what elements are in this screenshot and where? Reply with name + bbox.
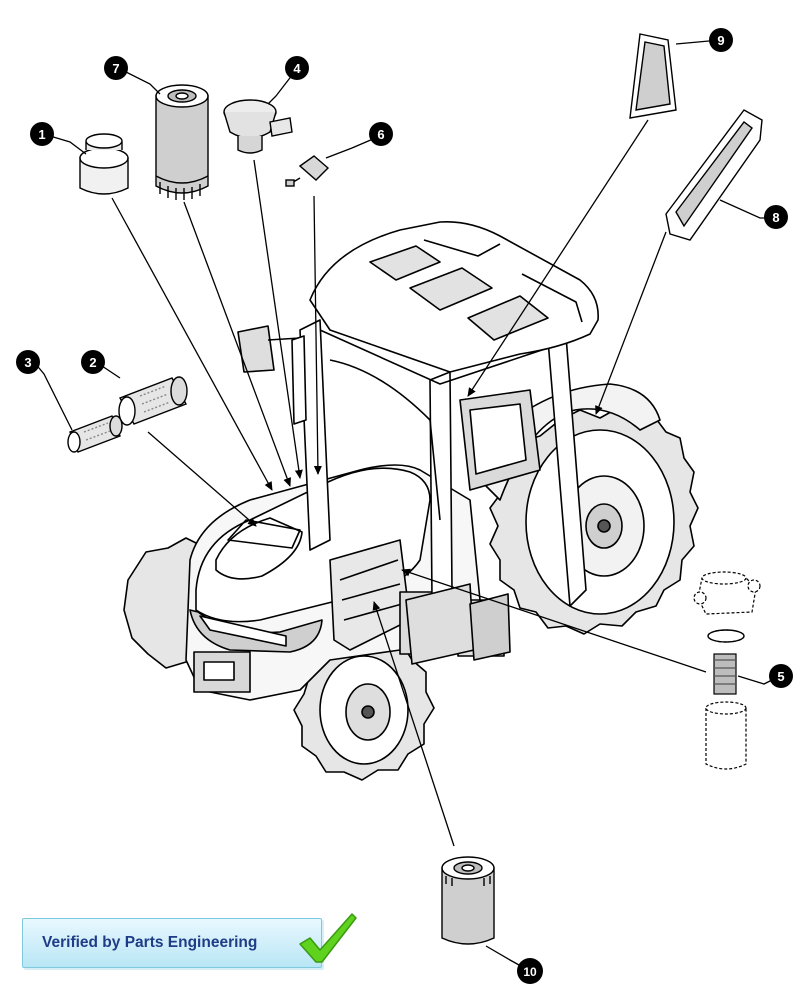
callout-4-label: 4 bbox=[293, 61, 301, 76]
tractor-illustration bbox=[123, 220, 699, 781]
callout-1: 1 bbox=[30, 122, 54, 146]
callout-5-label: 5 bbox=[777, 669, 784, 684]
callout-9: 9 bbox=[709, 28, 733, 52]
callout-1-label: 1 bbox=[38, 127, 45, 142]
callout-10-label: 10 bbox=[523, 965, 537, 979]
callout-9-label: 9 bbox=[717, 33, 724, 48]
callout-5: 5 bbox=[769, 664, 793, 688]
leader-lines bbox=[33, 39, 781, 971]
part-9-cab-filter-illustration bbox=[629, 33, 677, 119]
callout-7: 7 bbox=[104, 56, 128, 80]
verified-badge: Verified by Parts Engineering bbox=[22, 918, 322, 968]
callout-8-label: 8 bbox=[772, 210, 779, 225]
part-2-air-filter-illustration bbox=[118, 376, 188, 426]
part-10-filter-illustration bbox=[441, 856, 495, 945]
callout-2: 2 bbox=[81, 350, 105, 374]
checkmark-icon bbox=[299, 913, 357, 963]
verified-badge-text: Verified by Parts Engineering bbox=[42, 934, 258, 951]
part-8-cab-filter-illustration bbox=[665, 109, 763, 241]
callout-7-label: 7 bbox=[112, 61, 119, 76]
callout-3-label: 3 bbox=[24, 355, 31, 370]
callout-4: 4 bbox=[285, 56, 309, 80]
part-6-inline-filter-illustration bbox=[285, 147, 353, 187]
callout-2-label: 2 bbox=[89, 355, 96, 370]
front-wheel-left-illustration bbox=[293, 637, 435, 781]
part-4-sediment-bowl-illustration bbox=[223, 99, 293, 154]
callout-6-label: 6 bbox=[377, 127, 384, 142]
callout-8: 8 bbox=[764, 205, 788, 229]
part-7-filter-illustration bbox=[155, 84, 209, 200]
callout-3: 3 bbox=[16, 350, 40, 374]
part-3-inner-air-filter-illustration bbox=[67, 415, 123, 453]
callout-10: 10 bbox=[517, 958, 543, 984]
callout-6: 6 bbox=[369, 122, 393, 146]
part-5-hydraulic-filter-illustration bbox=[693, 571, 761, 770]
part-1-filter-illustration bbox=[79, 133, 129, 195]
